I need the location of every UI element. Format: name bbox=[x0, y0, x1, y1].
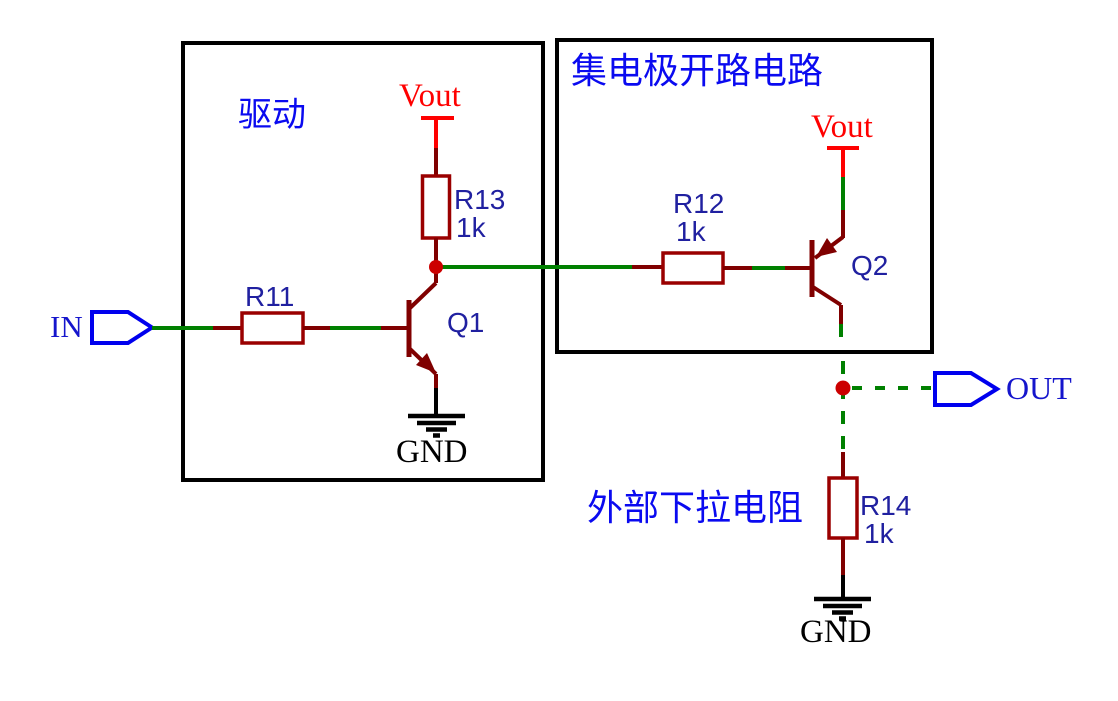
gnd-pulldown-symbol[interactable] bbox=[814, 575, 871, 621]
resistor-body[interactable] bbox=[240, 311, 305, 345]
drive-block-frame bbox=[181, 41, 545, 482]
junction-dot[interactable] bbox=[429, 260, 443, 274]
resistor-r14[interactable] bbox=[827, 452, 859, 576]
junction-dot[interactable] bbox=[835, 380, 851, 396]
transistor-q1[interactable] bbox=[406, 268, 438, 376]
vout-open-collector-label: Vout bbox=[811, 109, 873, 145]
r11-ref-label: R11 bbox=[245, 281, 295, 312]
q2-emitter-arrow[interactable] bbox=[816, 238, 837, 257]
transistor-q2[interactable] bbox=[809, 235, 845, 337]
gnd-driver-symbol[interactable] bbox=[408, 374, 465, 438]
pulldown-resistor-note: 外部下拉电阻 bbox=[587, 487, 804, 528]
port-in[interactable] bbox=[90, 310, 156, 345]
vout-open-collector-power-flag[interactable] bbox=[827, 146, 859, 177]
q1-collector[interactable] bbox=[408, 281, 438, 310]
vout-driver-power-flag[interactable] bbox=[421, 116, 454, 148]
r13-value-label: 1k bbox=[456, 212, 486, 243]
resistor-body[interactable] bbox=[420, 174, 452, 240]
wire-out-net-dashed[interactable] bbox=[841, 361, 933, 452]
vout-driver-label: Vout bbox=[399, 78, 461, 114]
q2-ref-label: Q2 bbox=[851, 250, 889, 281]
r13-ref-label: R13 bbox=[454, 184, 506, 215]
open-collector-block-title: 集电极开路电路 bbox=[571, 50, 824, 91]
open-collector-block-frame bbox=[555, 38, 934, 354]
drive-block-title: 驱动 bbox=[238, 96, 306, 134]
resistor-body[interactable] bbox=[827, 476, 859, 540]
resistor-body[interactable] bbox=[661, 251, 725, 285]
q1-emitter-arrow[interactable] bbox=[416, 353, 436, 373]
resistor-r12[interactable] bbox=[661, 251, 810, 285]
gnd-pulldown-label: GND bbox=[800, 614, 872, 650]
resistor-r13[interactable] bbox=[420, 148, 452, 268]
port-in-shape[interactable] bbox=[90, 310, 156, 345]
resistor-r11[interactable] bbox=[240, 311, 330, 345]
port-out[interactable] bbox=[933, 371, 1001, 407]
q1-ref-label: Q1 bbox=[447, 307, 485, 338]
gnd-driver-label: GND bbox=[396, 434, 468, 470]
q2-collector[interactable] bbox=[811, 285, 843, 307]
r12-value-label: 1k bbox=[676, 216, 706, 247]
r14-ref-label: R14 bbox=[860, 490, 912, 521]
port-out-label: OUT bbox=[1006, 370, 1072, 406]
r14-value-label: 1k bbox=[864, 518, 894, 549]
port-in-label: IN bbox=[50, 309, 83, 344]
port-out-shape[interactable] bbox=[933, 371, 1001, 407]
r12-ref-label: R12 bbox=[673, 188, 725, 219]
